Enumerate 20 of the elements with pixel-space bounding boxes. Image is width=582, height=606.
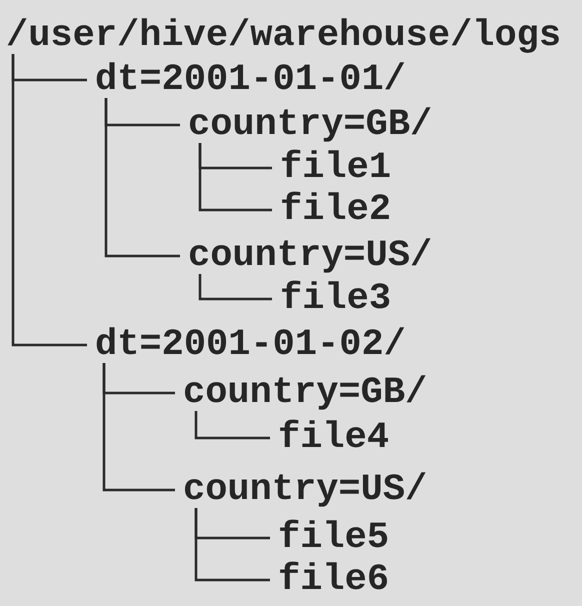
- path-text: country=GB/: [183, 373, 428, 413]
- path-text: file3: [280, 279, 392, 319]
- tree-connector: [194, 411, 270, 440]
- path-text: country=US/: [188, 236, 432, 276]
- path-text: /user/hive/warehouse/logs: [6, 16, 562, 56]
- path-text: dt=2001-01-01/: [95, 60, 406, 100]
- tree-connector: [198, 143, 272, 212]
- path-text: file5: [278, 518, 390, 558]
- path-text: file4: [278, 418, 390, 458]
- tree-connector: [12, 54, 87, 346]
- tree-connector: [104, 98, 180, 258]
- path-text: file6: [278, 560, 390, 600]
- tree-connector: [194, 508, 270, 582]
- tree-connector: [198, 274, 272, 300]
- path-text: country=GB/: [188, 105, 432, 145]
- path-text: file2: [280, 190, 392, 230]
- tree-connector: [102, 363, 175, 492]
- path-text: file1: [280, 148, 392, 188]
- path-text: dt=2001-01-02/: [95, 325, 406, 365]
- path-text: country=US/: [183, 470, 428, 510]
